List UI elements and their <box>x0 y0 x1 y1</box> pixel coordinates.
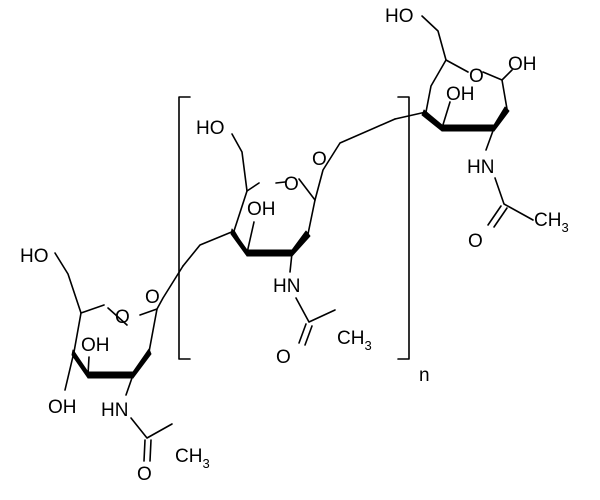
bold-ring-edge <box>421 109 443 132</box>
hydroxyl-label: HO <box>385 6 414 27</box>
carbonyl-oxygen-label: O <box>137 464 152 485</box>
repeat-index: n <box>419 365 430 386</box>
hydroxyl-label: OH <box>508 54 537 75</box>
nh-label: HN <box>101 400 128 421</box>
hydroxyl-label: OH <box>446 84 475 105</box>
middle-sugar-unit: HO OH O O HN O CH3 <box>182 118 396 368</box>
bold-ring-edge <box>441 124 495 132</box>
ring-oxygen-label: O <box>469 66 484 87</box>
bold-ring-edge <box>87 371 134 379</box>
methyl-label: CH3 <box>534 210 569 235</box>
ch2oh-bond <box>231 133 248 192</box>
glycosidic-bond <box>314 118 396 201</box>
acetyl-bond <box>295 297 336 323</box>
nh-label: HN <box>467 157 494 178</box>
ring-oxygen-label: O <box>284 174 299 195</box>
hydroxyl-label: HO <box>20 246 49 267</box>
hydroxyl-label: OH <box>81 335 110 356</box>
carbonyl-oxygen-label: O <box>468 231 483 252</box>
anomeric-hydroxyl-bond <box>501 69 513 81</box>
carbonyl-double-bond <box>298 323 313 346</box>
hydroxyl-label: OH <box>48 397 77 418</box>
left-bracket <box>178 96 191 360</box>
bold-ring-edge <box>132 348 152 379</box>
glycosidic-bond <box>394 111 427 120</box>
hydroxyl-bond <box>441 101 451 129</box>
methyl-label: CH3 <box>175 446 210 471</box>
carbonyl-double-bond <box>487 205 508 228</box>
bold-ring-edge <box>291 230 311 257</box>
right-sugar-unit: HO OH OH O HN O CH3 <box>385 6 569 252</box>
hydroxyl-label: OH <box>247 199 276 220</box>
methyl-label: CH3 <box>337 328 372 353</box>
hydroxyl-bond <box>246 221 255 254</box>
bridge-oxygen-label: O <box>312 149 327 170</box>
hydroxyl-bond <box>64 351 75 391</box>
nh-bond <box>485 127 495 151</box>
bold-ring-edge <box>493 106 510 132</box>
bold-ring-edge <box>246 249 293 257</box>
nh-label: HN <box>273 276 300 297</box>
acetyl-bond <box>494 177 534 221</box>
ch2oh-bond <box>421 15 447 61</box>
bold-ring-edge <box>71 349 89 379</box>
acetyl-bond <box>130 417 173 439</box>
ch2oh-bond <box>54 252 82 314</box>
bold-ring-edge <box>230 228 248 257</box>
left-sugar-unit: HO OH OH O O HN O CH3 <box>20 246 210 485</box>
glycosidic-bond <box>182 230 235 267</box>
carbonyl-double-bond <box>143 439 152 462</box>
carbonyl-oxygen-label: O <box>276 347 291 368</box>
ring-oxygen-label: O <box>115 307 130 328</box>
bridge-oxygen-label: O <box>145 287 160 308</box>
repeat-bracket: n <box>178 96 430 386</box>
hydroxyl-label: HO <box>196 118 225 139</box>
glycosidic-bond <box>156 265 184 310</box>
right-bracket <box>397 96 410 360</box>
